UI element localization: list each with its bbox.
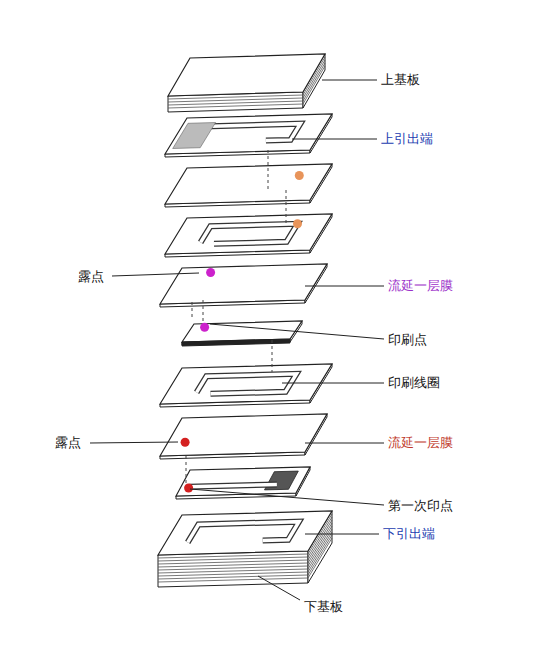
- via-dot: [206, 268, 215, 277]
- part-label: 下基板: [304, 599, 343, 615]
- via-dot: [293, 219, 302, 228]
- layer-plate: [176, 467, 310, 499]
- part-label: 上引出端: [381, 131, 433, 147]
- part-label: 下引出端: [383, 526, 435, 542]
- via-dot: [295, 171, 304, 180]
- part-label: 印刷线圈: [388, 375, 440, 391]
- via-dot: [181, 438, 190, 447]
- layer-plate: [160, 264, 327, 307]
- plate-stroke: [165, 114, 332, 154]
- plates: [158, 54, 332, 587]
- part-label: 第一次印点: [388, 498, 453, 514]
- layer-plate: [160, 364, 332, 407]
- coil-trace: [197, 374, 297, 394]
- plate-stroke: [165, 164, 332, 204]
- layer-plate: [168, 54, 325, 112]
- coil-trace: [189, 485, 277, 487]
- part-label: 流延一层膜: [388, 278, 453, 294]
- part-label: 露点: [55, 435, 81, 451]
- plate-stroke: [168, 54, 325, 96]
- leader-lines: [90, 80, 384, 600]
- part-label: 印刷点: [388, 332, 427, 348]
- via-dashes: [186, 150, 286, 484]
- coil-trace: [201, 224, 298, 244]
- plate-stroke: [176, 467, 310, 496]
- coil-trace: [188, 522, 299, 543]
- plate-stroke: [165, 214, 332, 254]
- plate-stroke: [160, 264, 327, 304]
- layer-plate: [160, 414, 327, 459]
- layer-plate: [165, 114, 332, 157]
- layer-plate: [165, 164, 332, 207]
- layer-plate: [165, 214, 332, 257]
- part-label: 上基板: [381, 72, 420, 88]
- terminal-pad: [173, 123, 216, 149]
- coil-trace: [197, 374, 297, 394]
- via-dot: [200, 323, 209, 332]
- coil-trace: [189, 485, 277, 487]
- coil-trace: [188, 522, 299, 543]
- layer-plate: [158, 511, 332, 587]
- layer-plate: [182, 321, 302, 346]
- coil-trace: [201, 224, 298, 244]
- plate-stroke: [160, 414, 327, 456]
- part-label: 露点: [78, 269, 104, 285]
- via-dot: [184, 484, 193, 493]
- plate-stroke: [182, 339, 290, 346]
- part-label: 流延一层膜: [388, 435, 453, 451]
- plate-stroke: [158, 511, 332, 555]
- plate-stroke: [160, 364, 332, 404]
